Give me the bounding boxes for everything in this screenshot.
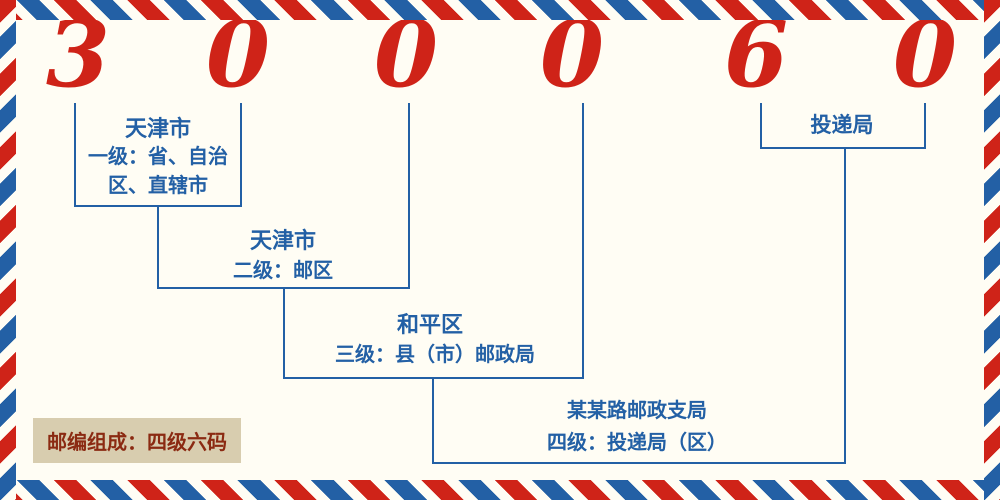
delivery-office-bracket-left-line (760, 103, 762, 149)
level1-bracket-right-line (240, 103, 242, 207)
composition-badge: 邮编组成：四级六码 (33, 418, 241, 463)
level2-bracket-left-line (157, 205, 159, 289)
level4-bracket-bottom-line (432, 462, 846, 464)
postcode-digit: 0 (205, 0, 270, 108)
airmail-border-top (0, 0, 1000, 20)
airmail-border-left (0, 0, 16, 500)
postcode-digit: 0 (373, 0, 438, 108)
level2-region-name: 天津市 (249, 229, 316, 254)
postcode-digit: 0 (892, 0, 957, 108)
level3-bracket-right-line (582, 103, 584, 379)
level3-region-name: 和平区 (396, 313, 463, 338)
level4-level-desc: 四级：投递局（区） (547, 430, 727, 454)
delivery-office-bracket-right-line (924, 103, 926, 149)
level3-level-desc: 三级：县（市）邮政局 (335, 342, 535, 366)
level1-level-desc: 一级：省、自治区、直辖市 (88, 144, 228, 197)
level1-region-name: 天津市 (124, 117, 191, 142)
level2-level-desc: 二级：邮区 (233, 258, 333, 282)
postcode-digit: 3 (45, 0, 110, 108)
level2-bracket-right-line (408, 103, 410, 289)
level1-bracket-left-line (74, 103, 76, 207)
airmail-border-right (984, 0, 1000, 500)
postcode-digit: 0 (539, 0, 604, 108)
delivery-office-bracket-bottom-line (760, 147, 926, 149)
level3-bracket-left-line (283, 287, 285, 379)
postcode-digit: 6 (723, 0, 788, 108)
level4-branch-name: 某某路邮政支局 (567, 398, 707, 422)
level4-bracket-right-line (844, 147, 846, 464)
airmail-border-bottom (0, 480, 1000, 500)
delivery-office-label: 投递局 (810, 113, 874, 137)
level4-bracket-left-line (432, 377, 434, 464)
